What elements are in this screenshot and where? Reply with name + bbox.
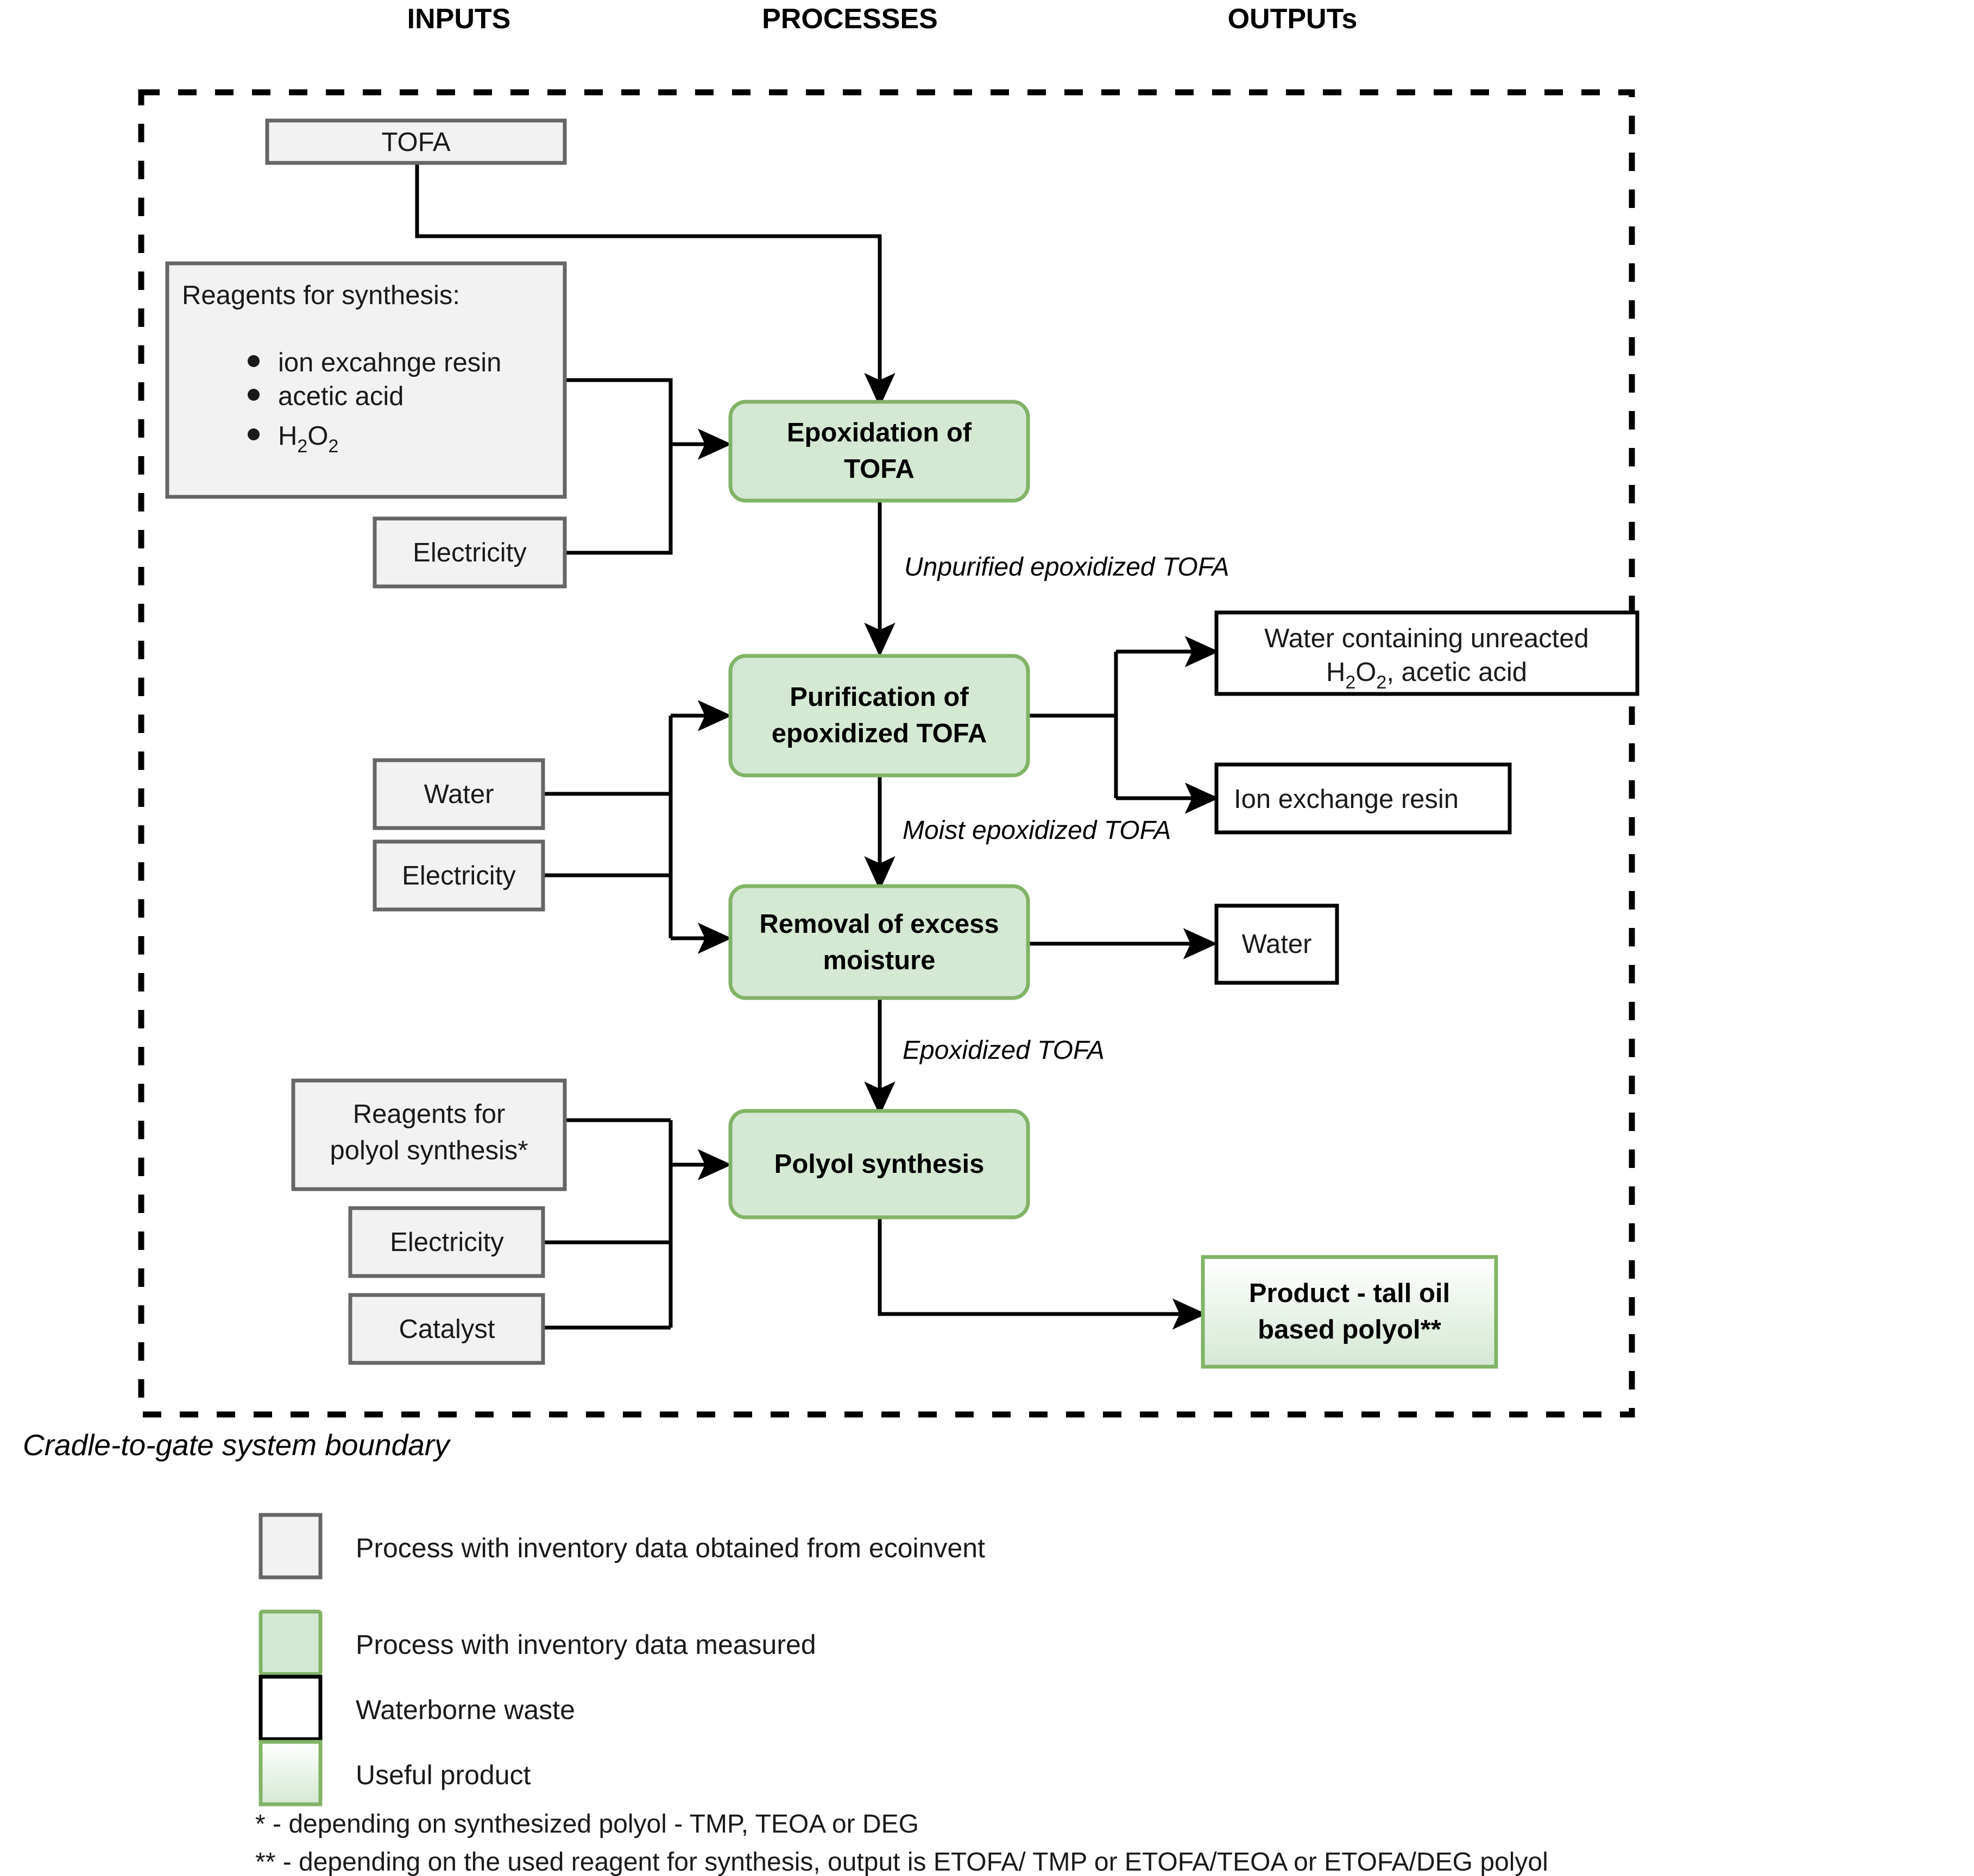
legend-swatch-product xyxy=(258,1740,323,1806)
legend-swatch-green xyxy=(258,1609,323,1676)
input-box-electricity-1[interactable] xyxy=(373,516,567,589)
input-box-reagents-synthesis[interactable] xyxy=(165,261,567,499)
output-label-product-line1: Product - tall oil xyxy=(1249,1279,1450,1308)
output-label-water: Water xyxy=(1242,930,1312,959)
process-box-polyol-synthesis[interactable] xyxy=(728,1109,1030,1220)
input-box-tofa[interactable] xyxy=(265,118,567,165)
process-label-epoxidation-line2: TOFA xyxy=(844,454,915,484)
legend-swatch-gray xyxy=(258,1513,323,1580)
input-label-reagents-polyol-line2: polyol synthesis* xyxy=(330,1136,528,1165)
input-label-reagents-polyol-line1: Reagents for xyxy=(353,1100,506,1129)
process-box-epoxidation[interactable] xyxy=(728,400,1030,503)
input-box-catalyst[interactable] xyxy=(348,1293,545,1365)
footnote-single-star: * - depending on synthesized polyol - TM… xyxy=(255,1810,919,1839)
edge-reagents-to-junction xyxy=(565,378,673,444)
input-box-reagents-polyol[interactable] xyxy=(291,1078,567,1191)
input-label-catalyst: Catalyst xyxy=(399,1315,495,1344)
process-box-purification[interactable] xyxy=(728,654,1030,778)
input-box-water[interactable] xyxy=(373,758,545,830)
input-label-electricity-3: Electricity xyxy=(390,1228,504,1257)
edge-label-moist: Moist epoxidized TOFA xyxy=(903,816,1171,845)
process-label-removal-line1: Removal of excess xyxy=(759,909,999,939)
system-boundary-rect xyxy=(138,89,1635,1418)
output-box-product[interactable] xyxy=(1201,1255,1498,1369)
legend-label-0: Process with inventory data obtained fro… xyxy=(356,1533,985,1563)
column-header-processes: PROCESSES xyxy=(762,3,938,35)
output-box-ion-exchange-resin[interactable] xyxy=(1214,762,1512,835)
output-label-ion-exchange-resin: Ion exchange resin xyxy=(1234,785,1459,814)
output-box-water[interactable] xyxy=(1214,904,1339,985)
column-header-inputs: INPUTS xyxy=(407,3,511,35)
legend-label-2: Waterborne waste xyxy=(356,1695,575,1725)
input-label-reagents-synthesis-title: Reagents for synthesis: xyxy=(182,281,460,310)
bullet-icon xyxy=(248,355,260,367)
process-box-removal-moisture[interactable] xyxy=(728,884,1030,1000)
bullet-icon xyxy=(248,428,260,440)
input-label-reagent-item-0: ion excahnge resin xyxy=(278,348,501,377)
input-box-electricity-2[interactable] xyxy=(373,839,545,912)
output-box-waste-water[interactable] xyxy=(1214,610,1639,696)
edge-label-epoxidized: Epoxidized TOFA xyxy=(903,1036,1105,1065)
input-label-electricity-1: Electricity xyxy=(413,538,527,567)
legend-swatch-white xyxy=(258,1675,323,1741)
input-box-electricity-3[interactable] xyxy=(348,1206,545,1278)
process-label-purification-line2: epoxidized TOFA xyxy=(772,719,987,748)
column-header-outputs: OUTPUTs xyxy=(1228,3,1358,35)
legend-label-1: Process with inventory data measured xyxy=(356,1629,816,1660)
edge-tofa-to-epoxidation xyxy=(415,163,895,407)
legend-label-3: Useful product xyxy=(356,1760,531,1790)
output-label-waste-water-line1: Water containing unreacted xyxy=(1264,624,1588,653)
bullet-icon xyxy=(248,389,260,401)
input-label-tofa: TOFA xyxy=(381,128,450,157)
input-label-water: Water xyxy=(424,780,494,809)
process-label-polyol-synthesis: Polyol synthesis xyxy=(774,1149,985,1179)
edge-electricity1-to-junction xyxy=(565,444,673,555)
edge-label-unpurified: Unpurified epoxidized TOFA xyxy=(904,553,1229,582)
output-label-product-line2: based polyol** xyxy=(1258,1315,1442,1344)
process-label-purification-line1: Purification of xyxy=(790,683,969,712)
process-label-removal-line2: moisture xyxy=(823,946,936,975)
process-label-epoxidation-line1: Epoxidation of xyxy=(787,418,972,447)
boundary-label: Cradle-to-gate system boundary xyxy=(23,1428,451,1462)
input-label-reagent-item-1: acetic acid xyxy=(278,382,404,411)
input-label-electricity-2: Electricity xyxy=(402,861,516,890)
edge-polyol-synthesis-to-product xyxy=(878,1218,1207,1330)
footnote-double-star: ** - depending on the used reagent for s… xyxy=(255,1848,1548,1876)
